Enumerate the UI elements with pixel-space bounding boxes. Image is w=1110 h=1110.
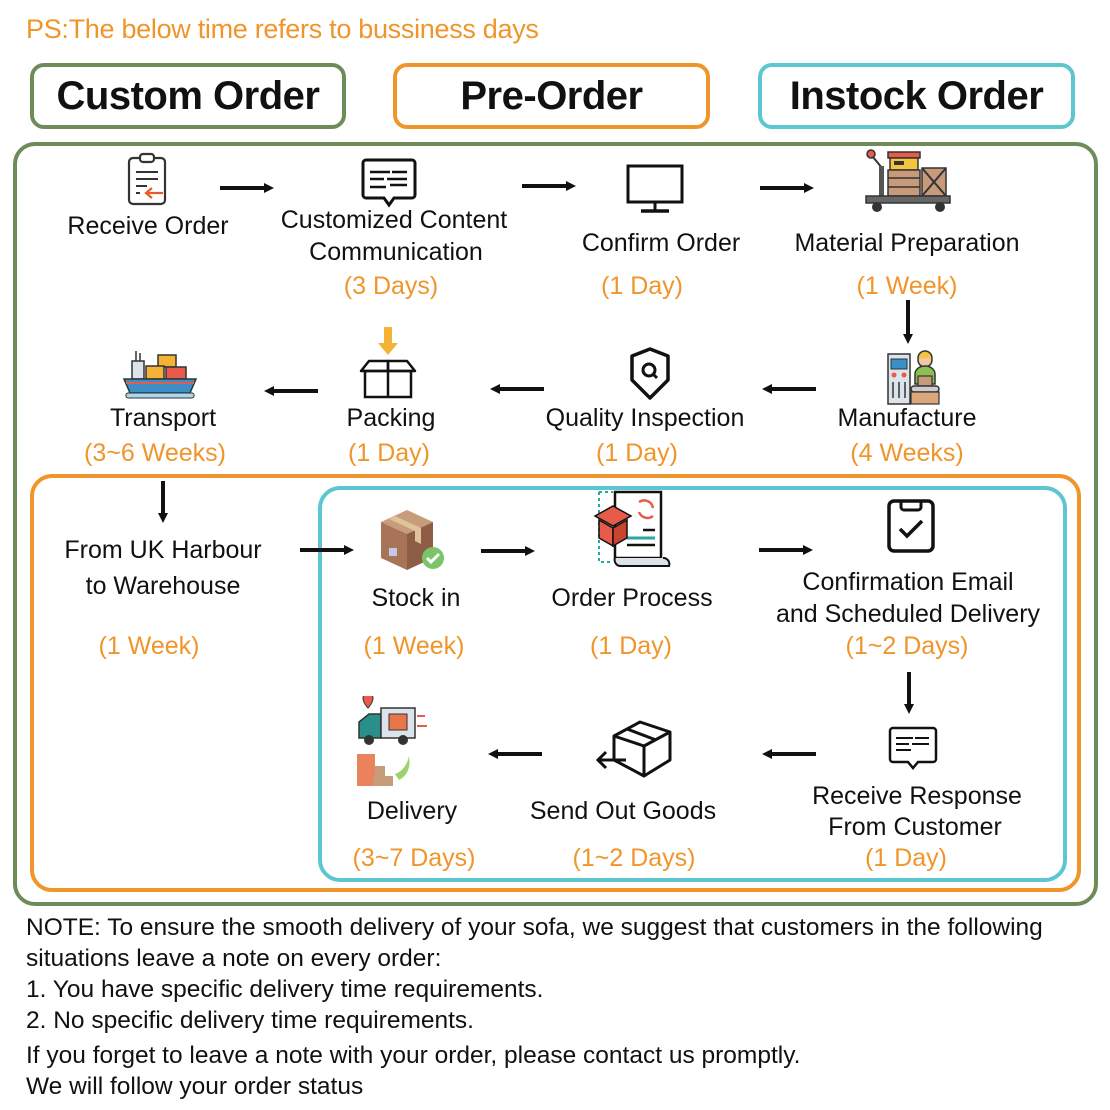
- step-confirm-order-label: Confirm Order: [581, 229, 741, 257]
- custom-order-region: [13, 142, 1098, 906]
- pre-order-region: [30, 474, 1081, 892]
- step-quality-inspection-label: Quality Inspection: [545, 404, 745, 432]
- arrow-down: [903, 300, 913, 344]
- legend-instock-order: Instock Order: [758, 63, 1075, 129]
- step-send-out-goods-label: Send Out Goods: [529, 797, 717, 825]
- step-order-process-duration: (1 Day): [590, 632, 672, 660]
- step-confirmation-email-label-2: and Scheduled Delivery: [775, 600, 1041, 628]
- shield-search-icon: [630, 347, 670, 400]
- step-customized-content-duration: (3 Days): [343, 272, 439, 300]
- arrow-right: [760, 183, 814, 193]
- legend-custom-order-label: Custom Order: [56, 73, 320, 118]
- note-line-4: We will follow your order status: [26, 1073, 364, 1100]
- arrow-left: [490, 384, 544, 394]
- step-receive-response-label-2: From Customer: [828, 813, 1002, 841]
- arrow-right: [300, 545, 354, 555]
- legend-pre-order: Pre-Order: [393, 63, 710, 129]
- note-line-1: NOTE: To ensure the smooth delivery of y…: [26, 914, 1043, 941]
- step-quality-inspection-duration: (1 Day): [596, 439, 678, 467]
- note-item-1: 1. You have specific delivery time requi…: [26, 976, 544, 1003]
- step-confirm-order-duration: (1 Day): [601, 272, 683, 300]
- step-harbour-duration: (1 Week): [98, 632, 200, 660]
- step-harbour-label-2: to Warehouse: [85, 572, 241, 600]
- legend-instock-order-label: Instock Order: [789, 73, 1044, 118]
- arrow-down: [158, 481, 168, 523]
- note-line-2: situations leave a note on every order:: [26, 945, 442, 972]
- step-packing-label: Packing: [346, 404, 436, 432]
- step-harbour-label-1: From UK Harbour: [64, 536, 262, 564]
- cart-materials-icon: [865, 149, 951, 212]
- message-bubble-icon: [888, 726, 938, 770]
- legend-custom-order: Custom Order: [30, 63, 346, 129]
- step-receive-response-label-1: Receive Response: [812, 782, 1022, 810]
- step-stock-in-duration: (1 Week): [363, 632, 465, 660]
- legend-pre-order-label: Pre-Order: [460, 73, 643, 118]
- step-delivery-duration: (3~7 Days): [352, 844, 476, 872]
- delivery-truck-icon: [357, 696, 427, 786]
- step-order-process-label: Order Process: [551, 584, 713, 612]
- clipboard-receive-icon: [127, 152, 167, 206]
- step-receive-response-duration: (1 Day): [865, 844, 947, 872]
- arrow-right: [759, 545, 813, 555]
- arrow-right: [220, 183, 274, 193]
- step-manufacture-duration: (4 Weeks): [850, 439, 964, 467]
- step-packing-duration: (1 Day): [348, 439, 430, 467]
- step-confirmation-email-duration: (1~2 Days): [845, 632, 969, 660]
- arrow-left: [762, 749, 816, 759]
- step-delivery-label: Delivery: [366, 797, 458, 825]
- cargo-ship-icon: [122, 351, 198, 399]
- message-bubble-icon: [361, 158, 417, 208]
- factory-worker-icon: [887, 350, 940, 405]
- arrow-left: [762, 384, 816, 394]
- delivery-note: NOTE: To ensure the smooth delivery of y…: [26, 912, 1043, 1102]
- step-customized-content-label-1: Customized Content: [280, 206, 508, 234]
- box-send-icon: [595, 720, 672, 778]
- step-send-out-goods-duration: (1~2 Days): [572, 844, 696, 872]
- arrow-left: [264, 386, 318, 396]
- monitor-icon: [626, 164, 684, 213]
- arrow-right: [522, 181, 576, 191]
- step-receive-order-label: Receive Order: [67, 212, 229, 240]
- step-transport-duration: (3~6 Weeks): [84, 439, 226, 467]
- step-manufacture-label: Manufacture: [837, 404, 977, 432]
- arrow-down: [904, 672, 914, 714]
- step-material-preparation-duration: (1 Week): [856, 272, 958, 300]
- parcel-check-icon: [381, 510, 444, 570]
- clipboard-check-icon: [887, 499, 935, 553]
- note-item-2: 2. No specific delivery time requirement…: [26, 1007, 474, 1034]
- note-line-3: If you forget to leave a note with your …: [26, 1042, 801, 1069]
- step-customized-content-label-2: Communication: [309, 238, 483, 266]
- step-confirmation-email-label-1: Confirmation Email: [802, 568, 1014, 596]
- step-material-preparation-label: Material Preparation: [794, 229, 1020, 257]
- step-transport-label: Transport: [109, 404, 217, 432]
- arrow-left: [488, 749, 542, 759]
- box-packing-icon: [359, 327, 417, 399]
- arrow-right: [481, 546, 535, 556]
- business-days-note: PS:The below time refers to bussiness da…: [26, 14, 539, 44]
- order-process-icon: [593, 490, 671, 567]
- instock-order-region: [318, 486, 1067, 882]
- step-stock-in-label: Stock in: [371, 584, 461, 612]
